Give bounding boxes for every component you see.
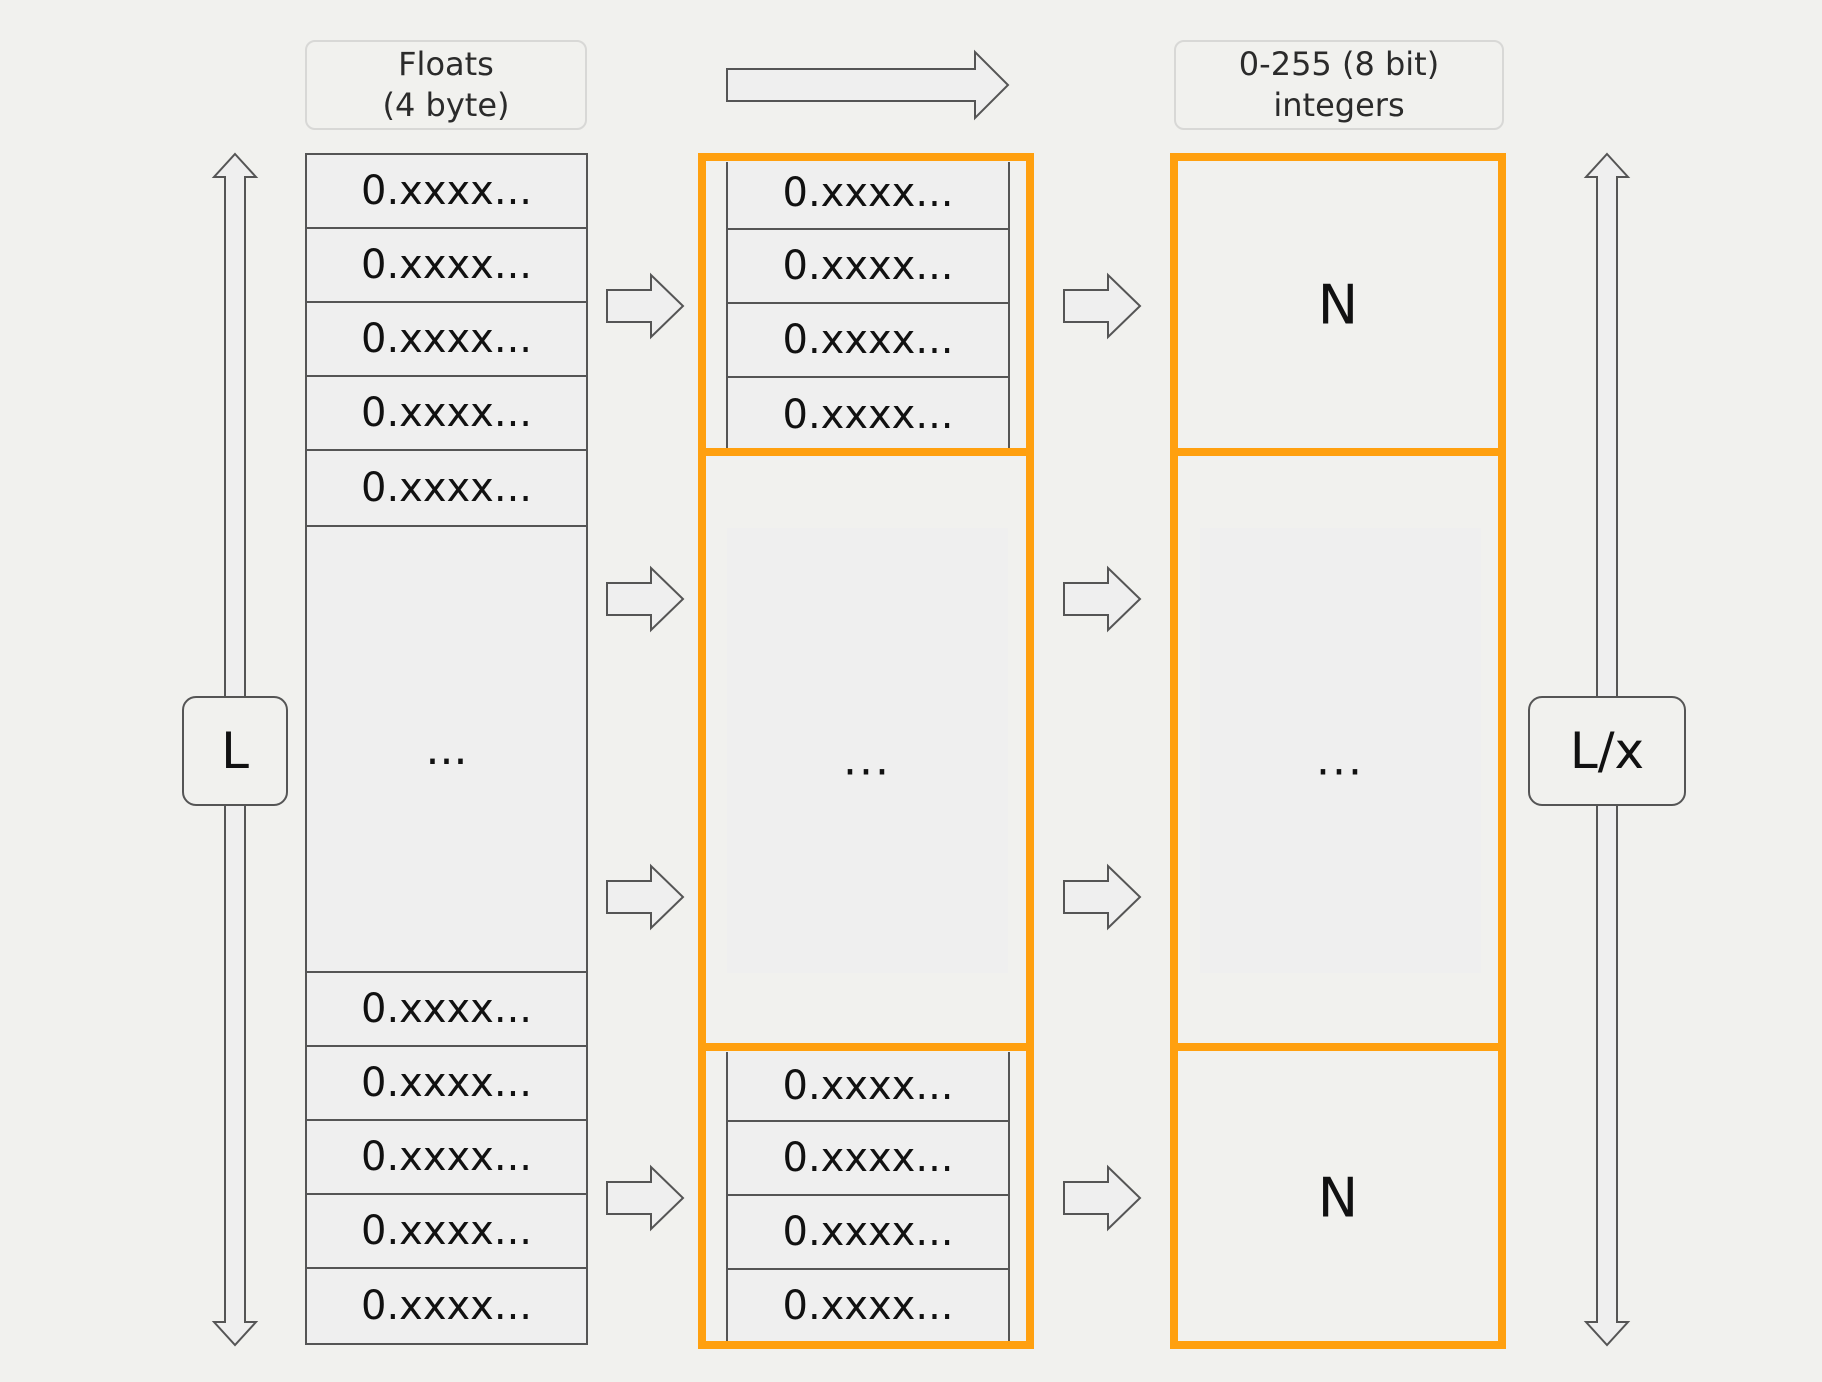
integer-frame-top xyxy=(1170,153,1506,456)
grouped-float-cell: 0.xxxx... xyxy=(728,302,1008,378)
grouped-float-cell: 0.xxxx... xyxy=(728,1052,1008,1122)
group-rail xyxy=(1008,1052,1010,1342)
right-arrow-icon xyxy=(606,565,685,633)
quantized-ellipsis: ... xyxy=(1316,734,1364,786)
integers-header-line2: integers xyxy=(1273,86,1405,124)
right-arrow-icon xyxy=(1063,1164,1142,1232)
float-cell: 0.xxxx... xyxy=(305,1195,588,1269)
integer-frame-middle xyxy=(1170,448,1506,1051)
float-cell: 0.xxxx... xyxy=(305,303,588,377)
floats-header-line1: Floats xyxy=(398,45,494,83)
right-arrow-icon xyxy=(606,272,685,340)
float-ellipsis-block: ... xyxy=(305,527,588,973)
grouped-float-cell: 0.xxxx... xyxy=(728,376,1008,452)
right-arrow-icon xyxy=(1063,272,1142,340)
group-frame-top xyxy=(698,153,1034,456)
output-length-label: L/x xyxy=(1528,696,1686,806)
quantized-ellipsis-fill xyxy=(1200,528,1481,973)
quantized-value-bottom: N xyxy=(1317,1166,1359,1230)
group-frame-middle xyxy=(698,448,1034,1051)
integer-frame-bottom xyxy=(1170,1043,1506,1349)
grouped-float-cell: 0.xxxx... xyxy=(728,1268,1008,1342)
grouped-float-cell: 0.xxxx... xyxy=(728,228,1008,304)
input-length-label: L xyxy=(182,696,288,806)
grouped-float-cell: 0.xxxx... xyxy=(728,1194,1008,1270)
float-ellipsis: ... xyxy=(425,723,468,775)
quantized-value-top: N xyxy=(1317,273,1359,337)
grouped-ellipsis: ... xyxy=(843,734,891,786)
float-cell: 0.xxxx... xyxy=(305,1121,588,1195)
right-arrow-icon xyxy=(606,863,685,931)
group-rail xyxy=(1008,162,1010,450)
float-cell: 0.xxxx... xyxy=(305,1047,588,1121)
float-cell: 0.xxxx... xyxy=(305,451,588,527)
group-frame-bottom xyxy=(698,1043,1034,1349)
float-cell: 0.xxxx... xyxy=(305,1269,588,1345)
floats-header: Floats (4 byte) xyxy=(305,40,587,130)
float-cell: 0.xxxx... xyxy=(305,973,588,1047)
integers-header-line1: 0-255 (8 bit) xyxy=(1238,45,1440,83)
right-arrow-icon xyxy=(1063,863,1142,931)
right-arrow-icon xyxy=(1063,565,1142,633)
float-cell: 0.xxxx... xyxy=(305,377,588,451)
integers-header: 0-255 (8 bit) integers xyxy=(1174,40,1504,130)
grouped-ellipsis-fill xyxy=(727,528,1008,973)
floats-header-line2: (4 byte) xyxy=(382,86,510,124)
top-right-arrow-icon xyxy=(726,49,1010,121)
group-rail xyxy=(726,162,728,450)
grouped-float-cell: 0.xxxx... xyxy=(728,158,1008,230)
float-cell: 0.xxxx... xyxy=(305,229,588,303)
float-cell: 0.xxxx... xyxy=(305,153,588,229)
right-arrow-icon xyxy=(606,1164,685,1232)
group-rail xyxy=(726,1052,728,1342)
